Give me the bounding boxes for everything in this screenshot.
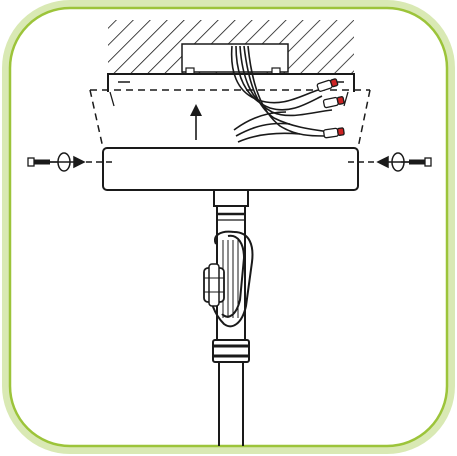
diagram-content — [27, 20, 432, 446]
screw-icon — [401, 157, 432, 167]
up-arrow-icon — [190, 104, 202, 140]
wire-nut-icon — [316, 78, 345, 139]
strain-relief-clamp — [203, 263, 225, 307]
junction-box — [181, 43, 289, 75]
pendant-stem — [212, 189, 250, 446]
ghost-inner-mark-left — [109, 91, 115, 107]
supply-wires — [230, 45, 333, 143]
ghost-inner-mark-right — [343, 91, 349, 107]
canopy-base — [102, 147, 359, 191]
rotate-arrow-icon — [50, 152, 86, 172]
